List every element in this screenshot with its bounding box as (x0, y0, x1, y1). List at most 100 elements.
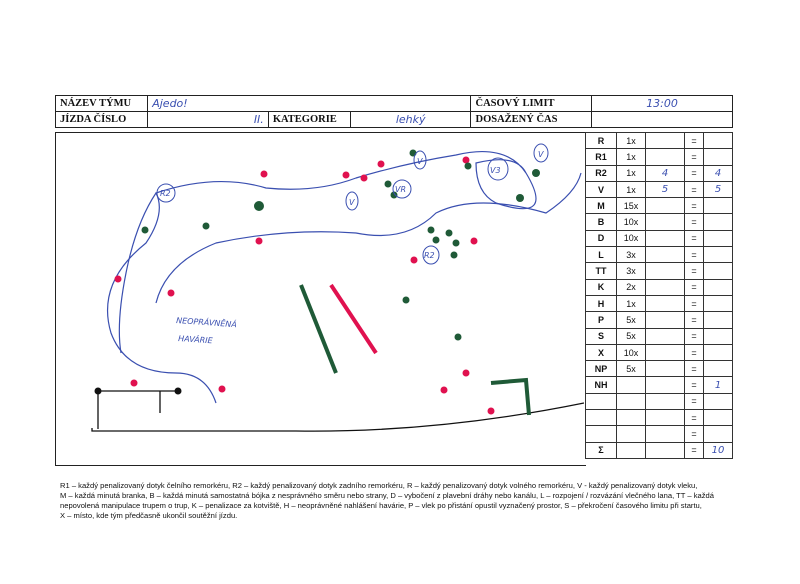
achieved-time-value (591, 111, 733, 128)
penalty-result (703, 197, 733, 215)
score-row: NH=1 (585, 376, 733, 394)
penalty-result (703, 425, 733, 443)
buoys-red (114, 156, 495, 415)
score-row: = (585, 409, 733, 427)
penalty-count (645, 213, 685, 231)
route-line-outer (118, 192, 157, 354)
penalty-multiplier: 2x (616, 278, 646, 296)
penalty-result: 1 (703, 376, 733, 394)
penalty-count (645, 409, 685, 427)
penalty-count (645, 311, 685, 329)
penalty-result (703, 409, 733, 427)
mark-v3: V3 (490, 166, 501, 175)
penalty-code: L (585, 246, 617, 264)
equals-sign: = (684, 294, 704, 313)
penalty-result (703, 148, 733, 166)
header-table: NÁZEV TÝMU Ajedo! ČASOVÝ LIMIT 13:00 JÍZ… (54, 95, 733, 128)
penalty-code: X (585, 343, 617, 362)
mark-r2-left: R2 (160, 189, 171, 198)
equals-sign: = (684, 425, 704, 443)
penalty-count: 5 (645, 180, 685, 199)
equals-sign: = (684, 392, 704, 411)
penalty-result (703, 246, 733, 264)
penalty-count (645, 376, 685, 394)
team-name-value: Ajedo! (147, 95, 472, 112)
gate-pole-green (299, 284, 338, 374)
penalty-code: B (585, 213, 617, 231)
annotation-havarie: HAVÁRIE (178, 332, 214, 345)
route-line-lower (155, 172, 582, 304)
penalty-multiplier: 10x (616, 229, 646, 248)
buoys-black (94, 387, 182, 395)
run-number-label: JÍZDA ČÍSLO (54, 111, 149, 128)
penalty-multiplier: 1x (616, 180, 646, 199)
penalty-code: R1 (585, 148, 617, 166)
penalty-code (585, 409, 617, 427)
penalty-count (645, 197, 685, 215)
penalty-code: K (585, 278, 617, 296)
penalty-count (645, 229, 685, 248)
time-limit-label: ČASOVÝ LIMIT (470, 95, 593, 112)
legend-line-1: R1 – každý penalizovaný dotyk čelního re… (60, 481, 698, 490)
penalty-multiplier (616, 392, 646, 411)
penalty-code: Σ (585, 441, 617, 459)
penalty-multiplier: 3x (616, 262, 646, 280)
shoreline (91, 402, 584, 432)
penalty-multiplier (616, 376, 646, 394)
category-value: lehký (349, 111, 472, 128)
penalty-count: 4 (645, 164, 685, 182)
course-map: R2 V V VR V3 V R2 NEOPRÁVNĚNÁ HAVÁRIE (91, 143, 584, 432)
penalty-multiplier: 1x (616, 148, 646, 166)
penalty-result (703, 213, 733, 231)
team-name-label: NÁZEV TÝMU (54, 95, 149, 112)
equals-sign: = (684, 278, 704, 296)
penalty-count (645, 131, 685, 150)
penalty-code: S (585, 327, 617, 345)
mark-v2: V (538, 150, 544, 159)
penalty-result (703, 278, 733, 296)
penalty-code: R (585, 131, 617, 150)
penalty-code (585, 425, 617, 443)
legend-line-4: X – místo, kde tým předčasně ukončil sou… (60, 511, 238, 520)
penalty-count (645, 246, 685, 264)
penalty-code: NP (585, 360, 617, 378)
gate-pole-red (329, 283, 378, 355)
penalty-multiplier (616, 409, 646, 427)
penalty-code: TT (585, 262, 617, 280)
penalty-multiplier (616, 441, 646, 459)
penalty-multiplier: 1x (616, 164, 646, 182)
penalty-result (703, 343, 733, 362)
penalty-count (645, 278, 685, 296)
equals-sign: = (684, 131, 704, 150)
penalty-multiplier: 3x (616, 246, 646, 264)
equals-sign: = (684, 327, 704, 345)
mark-v1: V (349, 198, 355, 207)
achieved-time-label: DOSAŽENÝ ČAS (470, 111, 593, 128)
penalty-count (645, 262, 685, 280)
time-limit-value: 13:00 (591, 95, 733, 112)
penalty-count (645, 294, 685, 313)
penalty-result (703, 360, 733, 378)
mark-v-top: V (417, 157, 423, 166)
equals-sign: = (684, 360, 704, 378)
equals-sign: = (684, 197, 704, 215)
equals-sign: = (684, 229, 704, 248)
penalty-count (645, 425, 685, 443)
penalty-code: M (585, 197, 617, 215)
penalty-result (703, 262, 733, 280)
penalty-count (645, 392, 685, 411)
score-row: = (585, 425, 733, 443)
penalty-code: D (585, 229, 617, 248)
category-label: KATEGORIE (267, 111, 351, 128)
penalty-code (585, 392, 617, 411)
